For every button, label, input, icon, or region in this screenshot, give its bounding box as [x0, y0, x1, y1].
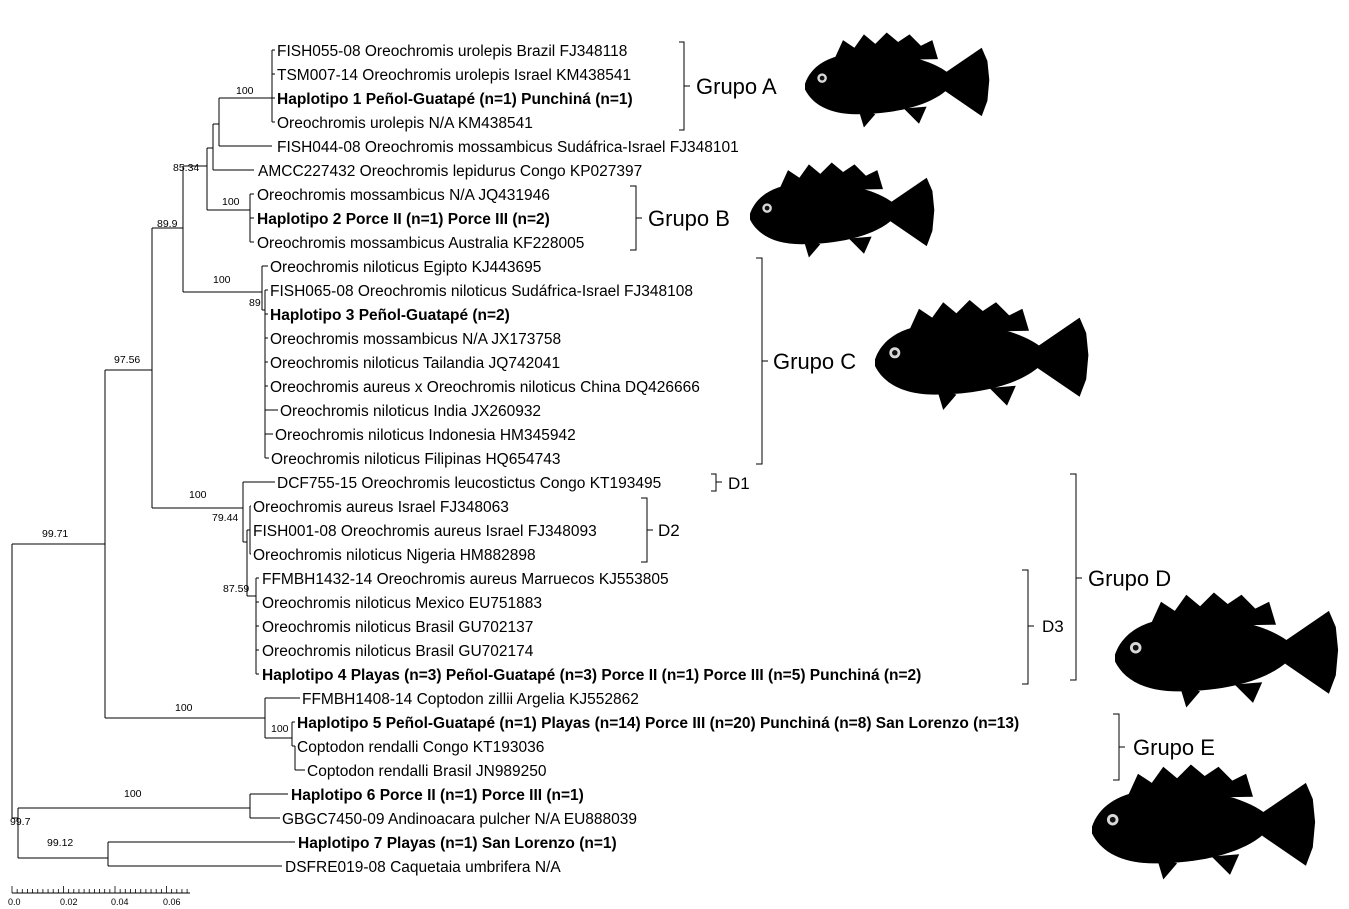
- leaf-label: Oreochromis niloticus Brasil GU702174: [262, 643, 534, 660]
- leaf-label: DCF755-15 Oreochromis leucostictus Congo…: [277, 475, 661, 492]
- bootstrap-value: 100: [213, 274, 231, 286]
- leaf-label: Haplotipo 6 Porce II (n=1) Porce III (n=…: [291, 787, 584, 804]
- leaf-label: Oreochromis niloticus Brasil GU702137: [262, 619, 533, 636]
- leaf-label: Coptodon rendalli Congo KT193036: [297, 739, 544, 756]
- tilapia-fish-icon: [875, 300, 1088, 410]
- leaf-label: Coptodon rendalli Brasil JN989250: [307, 763, 547, 780]
- leaf-labels: FISH055-08 Oreochromis urolepis Brazil F…: [253, 43, 1019, 876]
- leaf-label: AMCC227432 Oreochromis lepidurus Congo K…: [258, 163, 642, 180]
- group-label-a: Grupo A: [696, 74, 777, 99]
- group-label-c: Grupo C: [773, 349, 856, 374]
- bootstrap-value: 100: [175, 702, 193, 714]
- bootstrap-value: 100: [189, 489, 207, 501]
- leaf-label: Oreochromis niloticus Tailandia JQ742041: [270, 355, 560, 372]
- leaf-label: Haplotipo 1 Peñol-Guatapé (n=1) Punchiná…: [277, 91, 633, 108]
- leaf-label: Oreochromis niloticus Egipto KJ443695: [270, 259, 541, 276]
- tilapia-fish-icon: [1115, 593, 1338, 708]
- scale-tick-label: 0.0: [8, 897, 21, 907]
- leaf-label: FISH055-08 Oreochromis urolepis Brazil F…: [277, 43, 627, 60]
- leaf-label: Oreochromis niloticus Filipinas HQ654743: [271, 451, 560, 468]
- group-label-b: Grupo B: [648, 206, 730, 231]
- group-label-d: Grupo D: [1088, 566, 1171, 591]
- scale-tick-label: 0.06: [163, 897, 181, 907]
- tilapia-fish-icon: [750, 163, 934, 258]
- leaf-label: FFMBH1408-14 Coptodon zillii Argelia KJ5…: [302, 691, 639, 708]
- leaf-label: Oreochromis urolepis N/A KM438541: [277, 115, 533, 132]
- bootstrap-value: 99.71: [42, 528, 68, 540]
- bootstrap-value: 79.44: [212, 512, 238, 524]
- leaf-label: Oreochromis niloticus Mexico EU751883: [262, 595, 542, 612]
- bootstrap-value: 100: [222, 196, 240, 208]
- leaf-label: Oreochromis mossambicus N/A JX173758: [270, 331, 561, 348]
- subgroup-label-d2: D2: [658, 521, 680, 540]
- bootstrap-value: 100: [236, 85, 254, 97]
- scale-bar: 0.0 0.02 0.04 0.06: [8, 886, 190, 907]
- leaf-label: Oreochromis niloticus India JX260932: [280, 403, 541, 420]
- leaf-label: TSM007-14 Oreochromis urolepis Israel KM…: [277, 67, 631, 84]
- leaf-label: GBGC7450-09 Andinoacara pulcher N/A EU88…: [282, 811, 637, 828]
- scale-tick-label: 0.02: [60, 897, 78, 907]
- leaf-label: Oreochromis niloticus Nigeria HM882898: [253, 547, 536, 564]
- leaf-label: DSFRE019-08 Caquetaia umbrifera N/A: [285, 859, 561, 876]
- subgroup-label-d1: D1: [728, 474, 750, 493]
- bootstrap-value: 87.59: [223, 583, 249, 595]
- bootstrap-value: 99.7: [10, 816, 31, 828]
- group-label-e: Grupo E: [1133, 735, 1215, 760]
- bootstrap-value: 89.9: [157, 218, 178, 230]
- bootstrap-value: 97.56: [114, 354, 140, 366]
- leaf-label: Oreochromis mossambicus N/A JQ431946: [257, 187, 550, 204]
- leaf-label: FISH065-08 Oreochromis niloticus Sudáfri…: [270, 283, 693, 300]
- bootstrap-value: 89: [249, 297, 261, 309]
- leaf-label: Haplotipo 4 Playas (n=3) Peñol-Guatapé (…: [262, 667, 921, 684]
- support-values: 100 85.34 100 89.9 100 89 97.56 100 79.4…: [10, 85, 289, 849]
- bootstrap-value: 85.34: [173, 162, 199, 174]
- leaf-label: Haplotipo 7 Playas (n=1) San Lorenzo (n=…: [298, 835, 617, 852]
- bootstrap-value: 100: [124, 788, 142, 800]
- leaf-label: Oreochromis niloticus Indonesia HM345942: [275, 427, 576, 444]
- scale-bar-ticks: [12, 886, 187, 893]
- leaf-label: Haplotipo 2 Porce II (n=1) Porce III (n=…: [257, 211, 550, 228]
- leaf-label: Oreochromis mossambicus Australia KF2280…: [257, 235, 584, 252]
- leaf-label: FISH001-08 Oreochromis aureus Israel FJ3…: [253, 523, 597, 540]
- scale-tick-label: 0.04: [111, 897, 129, 907]
- tilapia-fish-icon: [805, 32, 989, 127]
- fish-illustrations: [750, 32, 1338, 879]
- leaf-label: Oreochromis aureus x Oreochromis nilotic…: [270, 379, 700, 396]
- subgroup-label-d3: D3: [1042, 617, 1064, 636]
- leaf-label: FFMBH1432-14 Oreochromis aureus Marrueco…: [262, 571, 669, 588]
- leaf-label: Oreochromis aureus Israel FJ348063: [253, 499, 509, 516]
- leaf-label: Haplotipo 5 Peñol-Guatapé (n=1) Playas (…: [297, 715, 1019, 732]
- tilapia-fish-icon: [1092, 765, 1315, 880]
- bootstrap-value: 99.12: [47, 837, 73, 849]
- leaf-label: Haplotipo 3 Peñol-Guatapé (n=2): [270, 307, 510, 324]
- bootstrap-value: 100: [271, 723, 289, 735]
- leaf-label: FISH044-08 Oreochromis mossambicus Sudáf…: [277, 139, 739, 156]
